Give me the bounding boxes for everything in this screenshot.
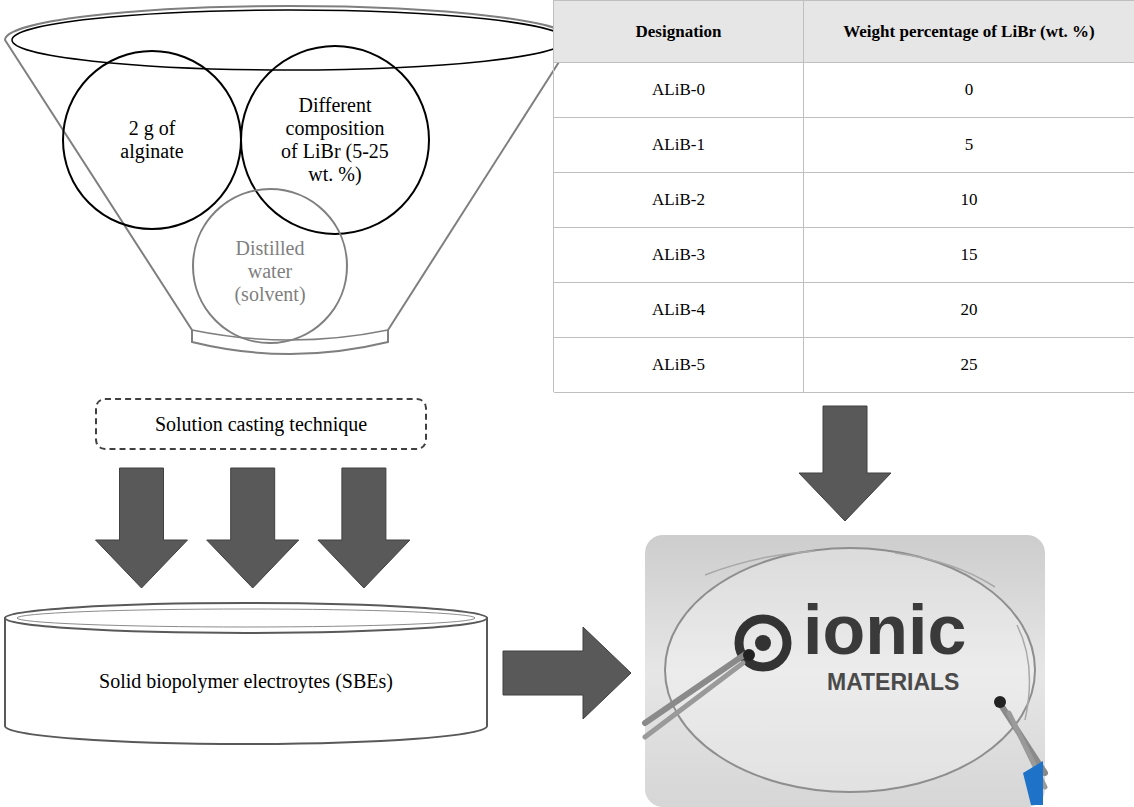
circle-label: Different composition of LiBr (5-25 wt. …	[279, 94, 391, 186]
funnel-outline	[5, 6, 573, 354]
ingredient-circle: Different composition of LiBr (5-25 wt. …	[240, 45, 430, 235]
tweezer	[645, 653, 747, 723]
table-cell: ALiB-2	[554, 173, 804, 228]
tweezer	[645, 663, 743, 737]
circle-label: Distilled water (solvent)	[228, 237, 312, 306]
block-arrow	[503, 627, 631, 719]
film-photo: ionicMATERIALS	[645, 535, 1045, 807]
logo-ring	[739, 619, 787, 667]
table-header-cell: Designation	[554, 1, 804, 63]
table-cell: 25	[804, 338, 1134, 393]
dish-rim	[5, 603, 487, 633]
table-cell: 5	[804, 118, 1134, 173]
logo-subword: MATERIALS	[827, 671, 959, 694]
solvent-circle: Distilled water (solvent)	[192, 188, 348, 344]
table-cell: ALiB-1	[554, 118, 804, 173]
process-label: Solution casting technique	[155, 413, 367, 436]
table-cell: ALiB-4	[554, 283, 804, 338]
petri-dish: Solid biopolymer electroytes (SBEs)	[3, 598, 489, 748]
block-arrow	[207, 468, 299, 588]
block-arrow	[96, 468, 188, 588]
table-cell: 10	[804, 173, 1134, 228]
table-cell: 15	[804, 228, 1134, 283]
tweezer-tip	[994, 696, 1006, 708]
block-arrow	[318, 468, 410, 588]
film-photo-illustration	[645, 535, 1045, 807]
table-cell: ALiB-5	[554, 338, 804, 393]
logo-dot	[755, 635, 771, 651]
ingredient-circle: 2 g of alginate	[62, 50, 242, 230]
process-box: Solution casting technique	[95, 398, 427, 450]
table-cell: 20	[804, 283, 1134, 338]
table-cell: ALiB-3	[554, 228, 804, 283]
logo-word: ionic	[803, 595, 966, 665]
funnel-neck	[192, 330, 388, 340]
dish-label: Solid biopolymer electroytes (SBEs)	[99, 670, 393, 693]
table-cell: ALiB-0	[554, 63, 804, 118]
tweezer-tip	[743, 649, 755, 661]
dish-inner-rim	[17, 609, 475, 627]
table-cell: 0	[804, 63, 1134, 118]
block-arrow	[799, 406, 891, 521]
composition-table: DesignationWeight percentage of LiBr (wt…	[553, 0, 1134, 392]
circle-label: 2 g of alginate	[107, 117, 197, 163]
table-header-cell: Weight percentage of LiBr (wt. %)	[804, 1, 1134, 63]
film-wrinkle	[705, 551, 1030, 720]
dish-body	[5, 618, 487, 744]
funnel-rim	[12, 10, 566, 70]
tweezer-grip	[1023, 761, 1043, 805]
photo-background	[645, 535, 1045, 807]
